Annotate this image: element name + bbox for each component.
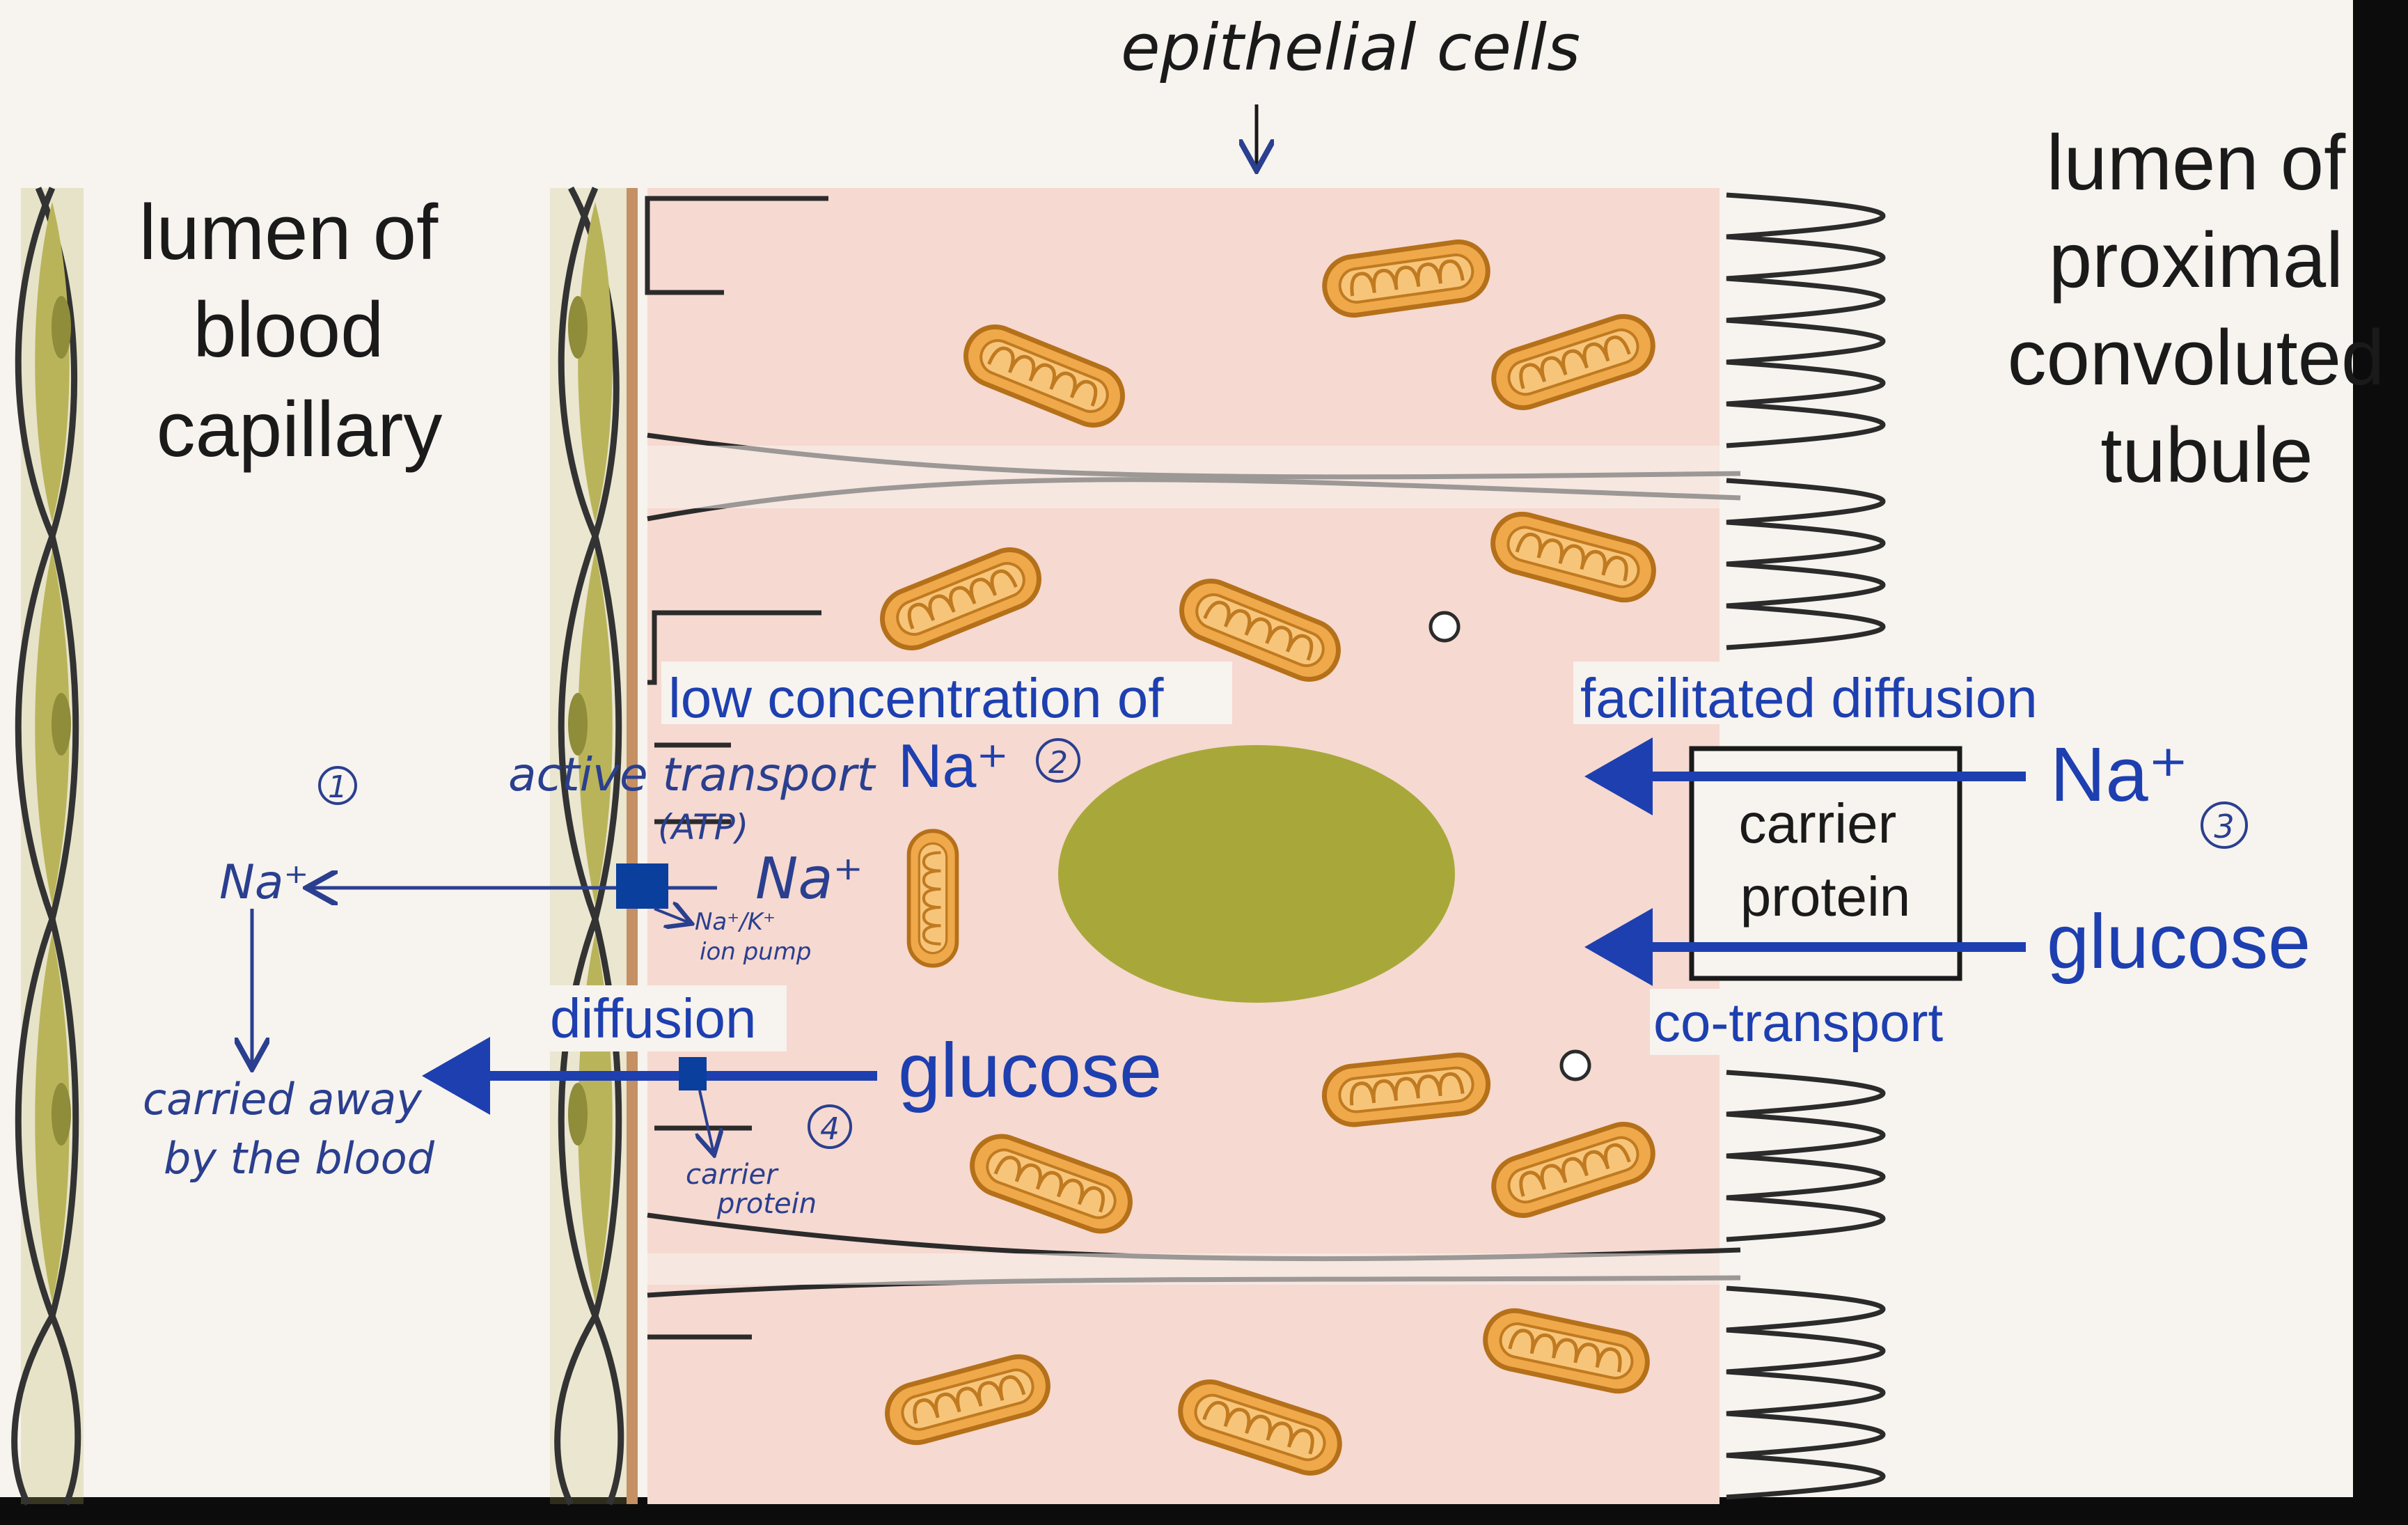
facilitated-diffusion-label: facilitated diffusion — [1580, 667, 2038, 729]
epithelial-cells — [645, 188, 1886, 1504]
atp-annotation: (ATP) — [658, 807, 748, 847]
blood-lumen-label: lumen of blood capillary — [139, 189, 460, 473]
co-transport-label: co-transport — [1653, 992, 1943, 1053]
na-k-pump-icon — [616, 863, 668, 909]
na-cell-label: Na⁺ — [898, 731, 1009, 800]
tubule-lumen-label: lumen of proximal convoluted tubule — [2008, 119, 2407, 499]
carrier-protein-box — [1689, 746, 1962, 981]
capillary-left-wall — [11, 187, 84, 1506]
step-4-label: 4 — [820, 1111, 840, 1147]
glucose-tubule-label: glucose — [2047, 899, 2311, 985]
carried-away-annotation: carried away by the blood — [143, 1074, 436, 1184]
nucleus — [1058, 745, 1455, 1003]
step-2-label: 2 — [1048, 745, 1068, 781]
capillary-right-wall — [550, 186, 634, 1506]
pump-annotation: Na⁺/K⁺ ion pump — [695, 908, 811, 966]
na-tubule-label: Na⁺ — [2050, 732, 2189, 818]
step-3-label: 3 — [2214, 808, 2234, 845]
glucose-carrier-icon — [679, 1057, 707, 1090]
vesicle-lower — [1559, 1049, 1591, 1081]
basement-membrane — [627, 188, 638, 1504]
carrier-small-annotation: carrier protein — [686, 1159, 817, 1220]
epithelial-cells-annotation: epithelial cells — [1121, 10, 1580, 85]
glucose-cell-label: glucose — [898, 1028, 1162, 1113]
step-1-label: 1 — [328, 769, 347, 805]
diffusion-label: diffusion — [550, 987, 757, 1049]
na-blood-annotation: Na⁺ — [219, 855, 308, 910]
vesicle-upper — [1429, 611, 1461, 643]
low-concentration-label: low concentration of — [668, 667, 1164, 729]
na-pump-side-annotation: Na⁺ — [755, 846, 863, 912]
carrier-protein-label: carrier protein — [1739, 792, 1912, 928]
active-transport-annotation: active transport — [508, 748, 876, 801]
